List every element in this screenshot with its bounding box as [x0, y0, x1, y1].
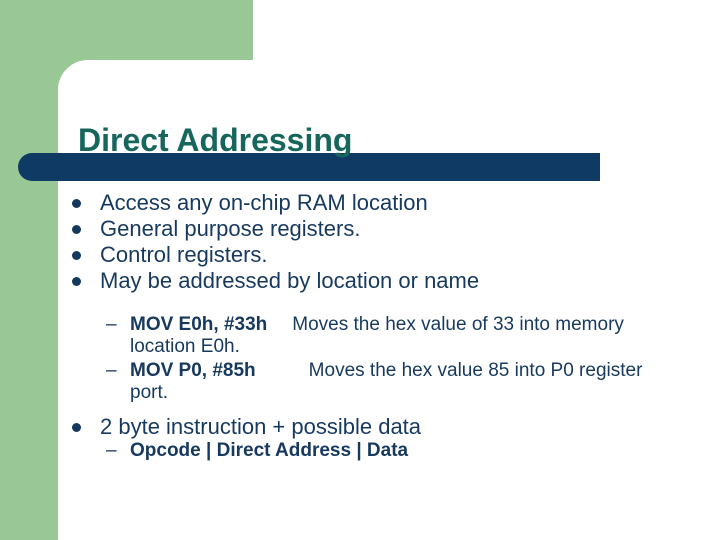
- bullet-text: Access any on-chip RAM location: [100, 190, 428, 215]
- bullet-list: Access any on-chip RAM location General …: [0, 190, 710, 294]
- dash-bullet-icon: –: [106, 360, 117, 381]
- example-item: – MOV E0h, #33h Moves the hex value of 33…: [0, 314, 710, 358]
- bullet-item: Control registers.: [0, 242, 710, 268]
- instruction-code: MOV E0h, #33h: [130, 314, 268, 335]
- bullet-dot-icon: [72, 423, 81, 432]
- instruction-format: Opcode | Direct Address | Data: [130, 440, 409, 461]
- slide-title: Direct Addressing: [78, 122, 353, 159]
- example-line: MOV P0, #85h Moves the hex value 85 into …: [130, 360, 710, 382]
- instruction-description: Moves the hex value of 33 into memory: [292, 314, 624, 335]
- sub-bullet-bottom: – Opcode | Direct Address | Data: [0, 440, 710, 462]
- bullet-text: May be addressed by location or name: [100, 268, 480, 293]
- dash-bullet-icon: –: [106, 440, 117, 461]
- bullet-item: May be addressed by location or name: [0, 268, 710, 294]
- dash-bullet-icon: –: [106, 314, 117, 335]
- example-list: – MOV E0h, #33h Moves the hex value of 33…: [0, 314, 710, 404]
- instruction-description: Moves the hex value 85 into P0 register: [308, 360, 643, 381]
- bullet-list-bottom: 2 byte instruction + possible data: [0, 414, 710, 440]
- title-accent-bar: [18, 153, 600, 181]
- bullet-dot-icon: [72, 199, 81, 208]
- white-content-panel: [58, 60, 720, 540]
- bullet-dot-icon: [72, 277, 81, 286]
- bullet-text: Control registers.: [100, 242, 268, 267]
- example-line: MOV E0h, #33h Moves the hex value of 33 i…: [130, 314, 710, 336]
- bullet-text: General purpose registers.: [100, 216, 361, 241]
- bullet-item: 2 byte instruction + possible data: [0, 414, 710, 440]
- bullet-item: Access any on-chip RAM location: [0, 190, 710, 216]
- bullet-item: General purpose registers.: [0, 216, 710, 242]
- example-continuation: port.: [130, 382, 169, 403]
- bullet-text: 2 byte instruction + possible data: [100, 414, 422, 439]
- example-item: – MOV P0, #85h Moves the hex value 85 int…: [0, 360, 710, 404]
- example-continuation: location E0h.: [130, 336, 240, 357]
- sub-bullet-item: – Opcode | Direct Address | Data: [0, 440, 710, 462]
- bullet-dot-icon: [72, 251, 81, 260]
- bullet-dot-icon: [72, 225, 81, 234]
- instruction-code: MOV P0, #85h: [130, 360, 256, 381]
